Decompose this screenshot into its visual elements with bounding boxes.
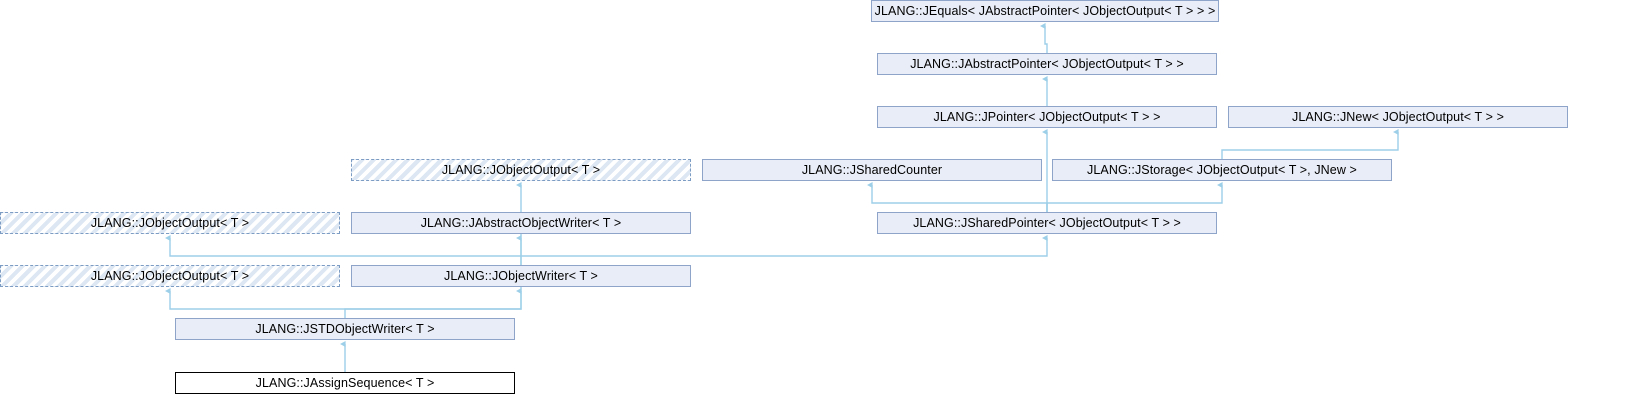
class-node-label: JLANG::JNew< JObjectOutput< T > > — [1292, 109, 1504, 124]
class-node-jpointer[interactable]: JLANG::JPointer< JObjectOutput< T > > — [877, 106, 1217, 128]
inheritance-edge — [1040, 23, 1048, 53]
class-node-jsharedpointer[interactable]: JLANG::JSharedPointer< JObjectOutput< T … — [877, 212, 1217, 234]
class-node-label: JLANG::JAbstractObjectWriter< T > — [420, 215, 622, 230]
class-node-label: JLANG::JAbstractPointer< JObjectOutput< … — [910, 56, 1184, 71]
class-node-jobjectoutput-mid[interactable]: JLANG::JObjectOutput< T > — [0, 212, 340, 234]
inheritance-edge — [867, 182, 1048, 212]
class-node-jstorage[interactable]: JLANG::JStorage< JObjectOutput< T >, JNe… — [1052, 159, 1392, 181]
inheritance-edge — [1046, 182, 1223, 212]
class-node-label: JLANG::JSharedCounter — [801, 162, 943, 177]
class-node-jequals[interactable]: JLANG::JEquals< JAbstractPointer< JObjec… — [871, 0, 1219, 22]
class-node-label: JLANG::JAssignSequence< T > — [255, 375, 435, 390]
class-node-jobjectwriter[interactable]: JLANG::JObjectWriter< T > — [351, 265, 691, 287]
class-node-label: JLANG::JObjectWriter< T > — [444, 268, 598, 283]
inheritance-edge — [1221, 129, 1399, 159]
class-node-label: JLANG::JSTDObjectWriter< T > — [255, 321, 435, 336]
class-node-label: JLANG::JSharedPointer< JObjectOutput< T … — [913, 215, 1181, 230]
class-node-jabstractobjectwriter[interactable]: JLANG::JAbstractObjectWriter< T > — [351, 212, 691, 234]
class-node-jstdobjectwriter[interactable]: JLANG::JSTDObjectWriter< T > — [175, 318, 515, 340]
class-node-jabstractpointer[interactable]: JLANG::JAbstractPointer< JObjectOutput< … — [877, 53, 1217, 75]
inheritance-edge — [520, 235, 1048, 265]
class-node-label: JLANG::JEquals< JAbstractPointer< JObjec… — [874, 3, 1216, 18]
class-node-jobjectoutput-top[interactable]: JLANG::JObjectOutput< T > — [351, 159, 691, 181]
class-node-jassignsequence[interactable]: JLANG::JAssignSequence< T > — [175, 372, 515, 394]
class-node-jobjectoutput-low[interactable]: JLANG::JObjectOutput< T > — [0, 265, 340, 287]
class-node-label: JLANG::JPointer< JObjectOutput< T > > — [933, 109, 1161, 124]
inheritance-edge — [344, 288, 522, 318]
class-node-label: JLANG::JObjectOutput< T > — [441, 162, 601, 177]
class-node-jnew[interactable]: JLANG::JNew< JObjectOutput< T > > — [1228, 106, 1568, 128]
class-node-jsharedcounter[interactable]: JLANG::JSharedCounter — [702, 159, 1042, 181]
class-node-label: JLANG::JObjectOutput< T > — [90, 268, 250, 283]
class-node-label: JLANG::JObjectOutput< T > — [90, 215, 250, 230]
class-node-label: JLANG::JStorage< JObjectOutput< T >, JNe… — [1087, 162, 1357, 177]
